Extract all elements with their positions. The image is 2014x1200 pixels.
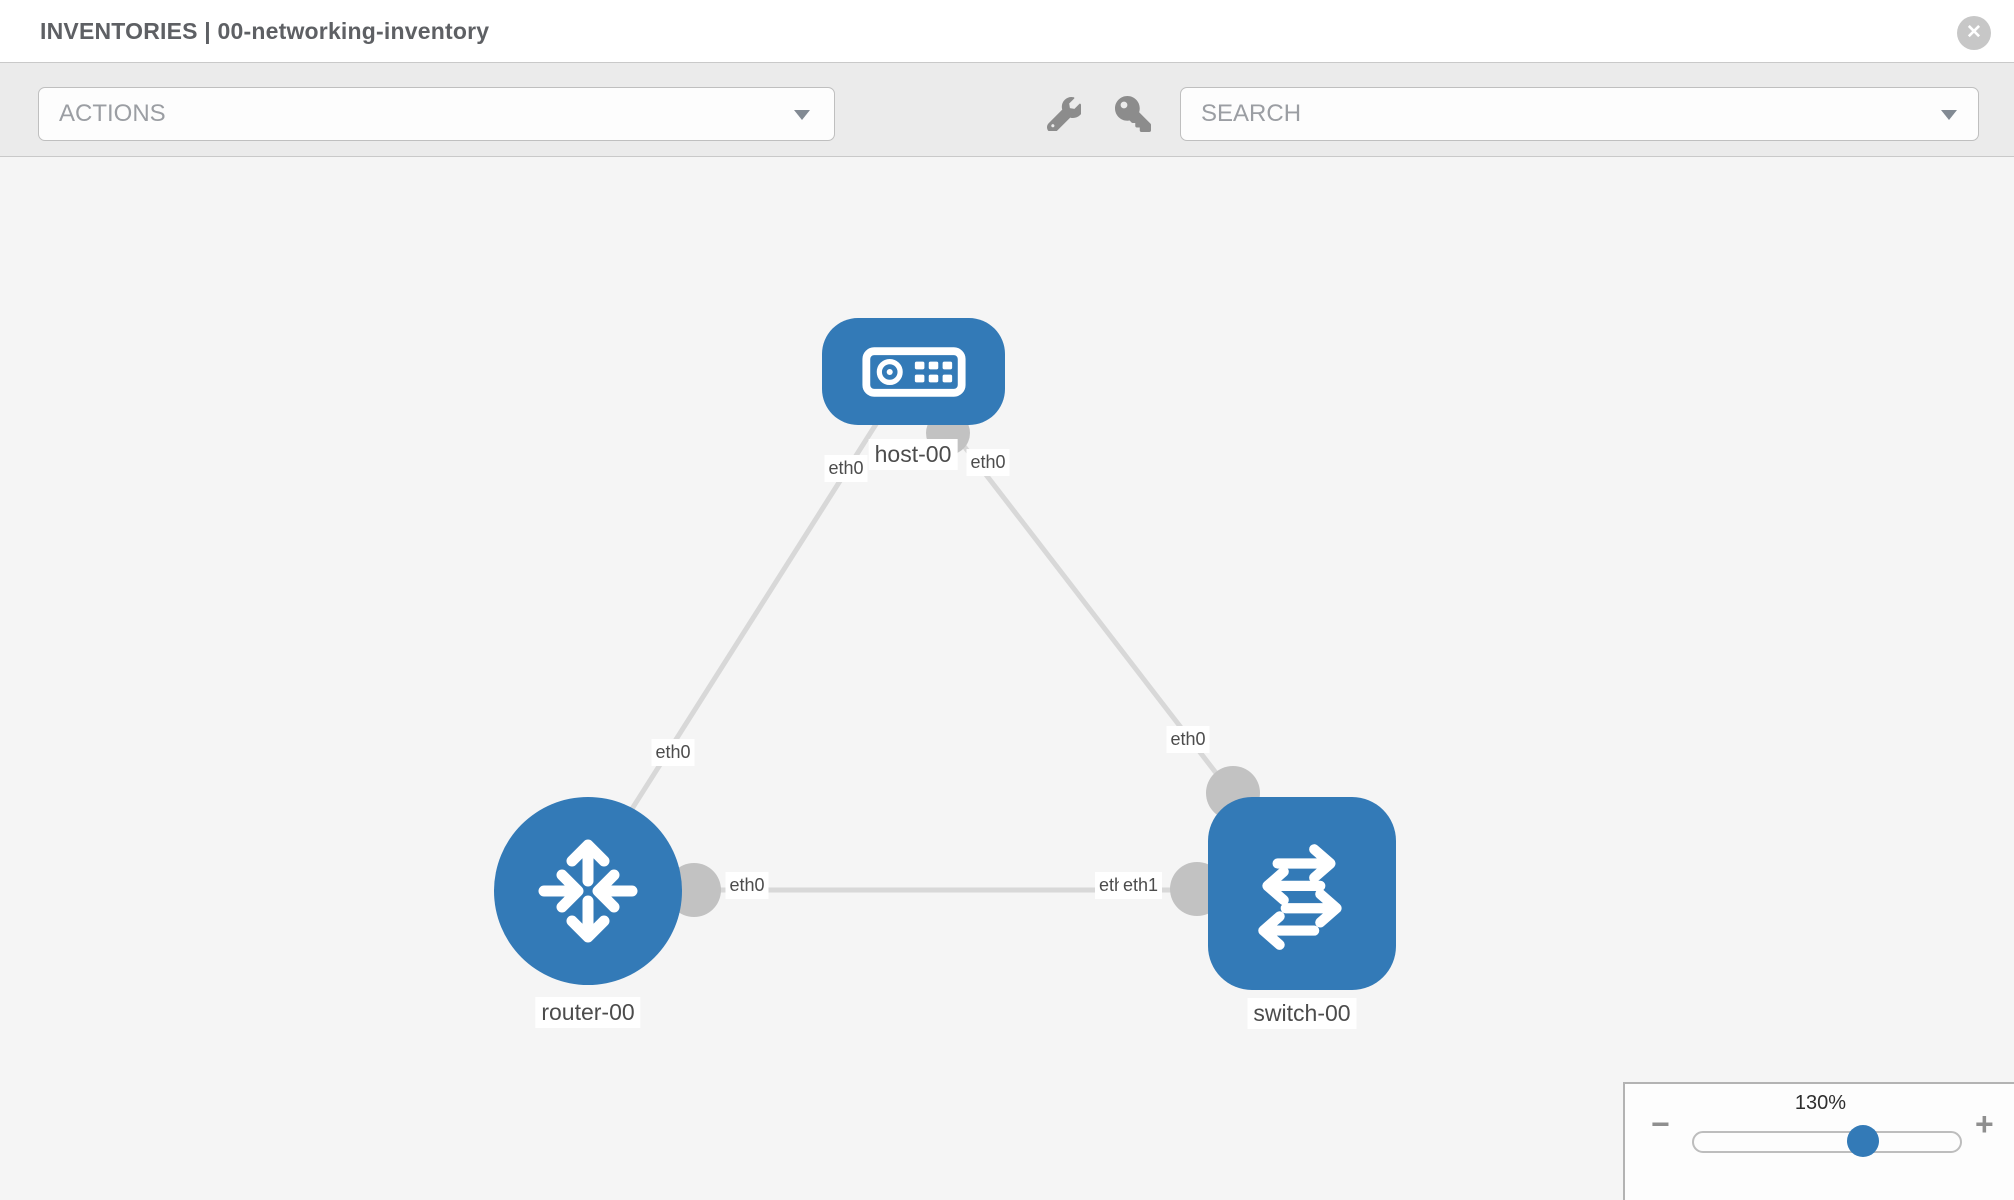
interface-label: eth1: [1119, 872, 1163, 899]
node-router-00[interactable]: [494, 797, 682, 985]
actions-dropdown[interactable]: ACTIONS: [38, 87, 835, 141]
zoom-level-value: 130%: [1794, 1092, 1847, 1114]
zoom-slider-track[interactable]: [1692, 1131, 1962, 1153]
host-icon: [861, 346, 966, 397]
interface-label: eth0: [725, 872, 769, 899]
page-title: INVENTORIES | 00-networking-inventory: [40, 18, 490, 44]
node-switch-00[interactable]: [1208, 797, 1396, 990]
zoom-slider-thumb[interactable]: [1847, 1125, 1879, 1157]
node-label-host: host-00: [868, 439, 958, 470]
actions-dropdown-label: ACTIONS: [59, 100, 166, 127]
key-credentials-button[interactable]: [1115, 96, 1151, 132]
node-label-router: router-00: [535, 997, 641, 1028]
switch-icon: [1258, 843, 1342, 950]
search-dropdown[interactable]: SEARCH: [1180, 87, 1979, 141]
close-button[interactable]: ✕: [1957, 16, 1991, 50]
configure-tools-button[interactable]: [1047, 96, 1083, 132]
zoom-control-panel: 130% − +: [1623, 1082, 2014, 1200]
header-bar: INVENTORIES | 00-networking-inventory ✕: [0, 0, 2014, 62]
wrench-icon: [1047, 97, 1081, 131]
interface-label: eth0: [966, 449, 1010, 476]
interface-label: eth0: [824, 455, 868, 482]
topology-canvas[interactable]: [0, 157, 2014, 1200]
plus-icon: +: [1975, 1106, 1994, 1142]
chevron-down-icon: [1941, 110, 1957, 120]
key-icon: [1115, 96, 1151, 132]
minus-icon: −: [1651, 1106, 1670, 1142]
close-icon: ✕: [1966, 22, 1982, 43]
router-icon: [538, 839, 638, 943]
node-label-switch: switch-00: [1247, 998, 1357, 1029]
interface-label: eth0: [1166, 726, 1210, 753]
chevron-down-icon: [794, 110, 810, 120]
search-placeholder: SEARCH: [1201, 100, 1302, 127]
node-host-00[interactable]: [822, 318, 1005, 425]
zoom-in-button[interactable]: +: [1975, 1108, 1994, 1140]
interface-label: eth0: [651, 739, 695, 766]
zoom-out-button[interactable]: −: [1651, 1108, 1670, 1140]
